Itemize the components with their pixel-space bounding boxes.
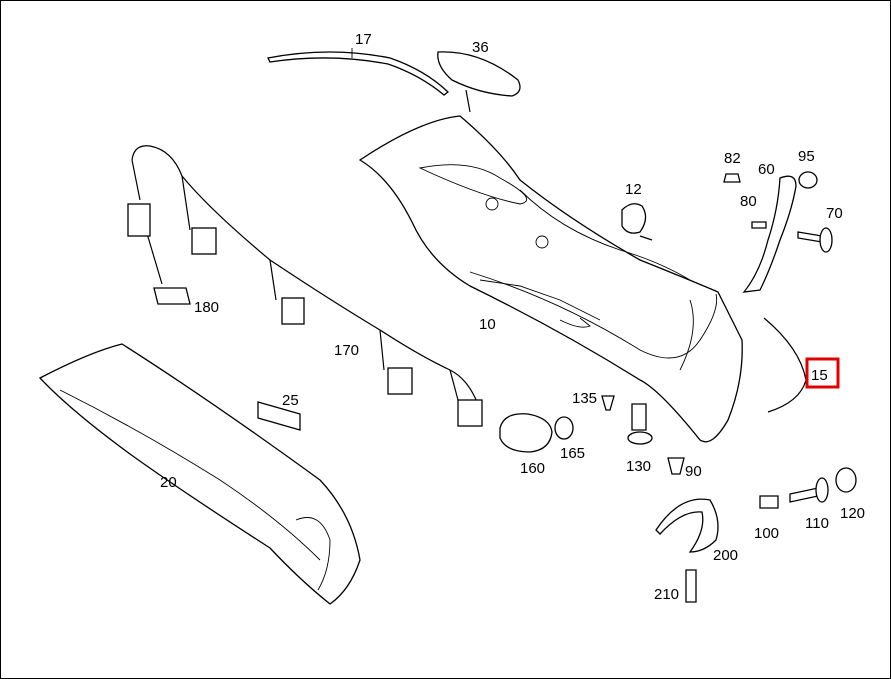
part-90-clip[interactable] xyxy=(667,457,685,475)
part-82-nut[interactable] xyxy=(723,173,741,183)
part-130-screw[interactable] xyxy=(627,403,653,445)
part-180-connector[interactable] xyxy=(153,287,191,305)
label-12: 12 xyxy=(625,181,642,198)
part-135-pin[interactable] xyxy=(601,395,615,411)
label-70: 70 xyxy=(826,205,843,222)
part-160-sensor[interactable] xyxy=(499,413,553,453)
label-120: 120 xyxy=(840,505,865,522)
label-160: 160 xyxy=(520,460,545,477)
label-110: 110 xyxy=(805,515,829,532)
part-170-wiring-harness[interactable] xyxy=(127,145,483,427)
label-95: 95 xyxy=(798,148,815,165)
part-60-bracket[interactable] xyxy=(742,175,797,293)
label-165: 165 xyxy=(560,445,585,462)
label-130: 130 xyxy=(626,458,651,475)
part-210-pin[interactable] xyxy=(685,569,697,603)
label-80: 80 xyxy=(740,193,757,210)
label-200: 200 xyxy=(713,547,738,564)
part-95-grommet[interactable] xyxy=(798,171,818,189)
part-100-clip[interactable] xyxy=(759,495,779,509)
highlight-callout-15[interactable]: 15 xyxy=(805,357,840,389)
part-17-trim-strip[interactable] xyxy=(267,48,450,96)
label-10: 10 xyxy=(479,316,496,333)
part-10-bumper-cover[interactable] xyxy=(358,115,743,443)
part-110-screw[interactable] xyxy=(789,477,829,503)
label-25: 25 xyxy=(282,392,299,409)
part-36-brake-light[interactable] xyxy=(437,51,521,113)
part-20-diffuser[interactable] xyxy=(38,343,361,605)
label-210: 210 xyxy=(654,586,679,603)
part-70-screw[interactable] xyxy=(797,227,833,253)
part-25-bracket[interactable] xyxy=(257,401,301,431)
part-80-clip[interactable] xyxy=(751,221,767,229)
label-17: 17 xyxy=(355,31,372,48)
part-15-strip[interactable] xyxy=(763,317,807,413)
label-135: 135 xyxy=(572,390,597,407)
label-180: 180 xyxy=(194,299,219,316)
part-12-cap[interactable] xyxy=(621,203,653,241)
label-170: 170 xyxy=(334,342,359,359)
label-60: 60 xyxy=(758,161,775,178)
label-90: 90 xyxy=(685,463,702,480)
label-100: 100 xyxy=(754,525,779,542)
label-20: 20 xyxy=(160,474,177,491)
label-82: 82 xyxy=(724,150,741,167)
part-165-ring[interactable] xyxy=(554,416,574,440)
label-36: 36 xyxy=(472,39,489,56)
part-200-bracket[interactable] xyxy=(655,498,719,553)
part-120-grommet[interactable] xyxy=(835,467,857,493)
label-15: 15 xyxy=(811,367,828,384)
